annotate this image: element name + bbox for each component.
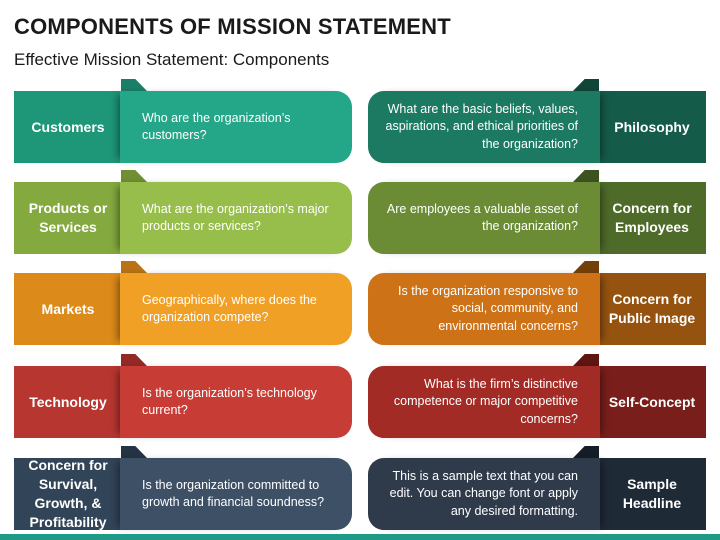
component-sample-headline: Sample Headline This is a sample text th… (368, 446, 706, 530)
component-technology: Technology Is the organization’s technol… (14, 354, 352, 438)
component-label: Markets (14, 273, 122, 345)
ribbon-fold (573, 79, 599, 91)
page-title: COMPONENTS OF MISSION STATEMENT (14, 14, 451, 39)
component-self-concept: Self-Concept What is the firm’s distinct… (368, 354, 706, 438)
component-label: Sample Headline (598, 458, 706, 530)
component-philosophy: Philosophy What are the basic beliefs, v… (368, 79, 706, 163)
ribbon-fold (573, 261, 599, 273)
component-label: Self-Concept (598, 366, 706, 438)
component-question: This is a sample text that you can edit.… (368, 458, 600, 530)
component-label: Concern for Survival, Growth, & Profitab… (14, 457, 122, 530)
component-question: Is the organization responsive to social… (368, 273, 600, 345)
component-customers: Customers Who are the organization’s cus… (14, 79, 352, 163)
ribbon-fold (573, 446, 599, 458)
ribbon-fold (121, 79, 147, 91)
ribbon-fold (121, 261, 147, 273)
component-question: Are employees a valuable asset of the or… (368, 182, 600, 254)
component-label: Customers (14, 91, 122, 163)
ribbon-fold (121, 170, 147, 182)
component-survival-growth: Concern for Survival, Growth, & Profitab… (14, 446, 352, 530)
component-public-image: Concern for Public Image Is the organiza… (368, 261, 706, 345)
component-markets: Markets Geographically, where does the o… (14, 261, 352, 345)
component-question: Geographically, where does the organizat… (120, 273, 352, 345)
component-label: Concern for Public Image (598, 273, 706, 345)
component-question: Is the organization committed to growth … (120, 458, 352, 530)
ribbon-fold (121, 354, 147, 366)
bottom-accent-bar (0, 534, 720, 540)
component-question: Who are the organization’s customers? (120, 91, 352, 163)
component-label: Products or Services (14, 182, 122, 254)
ribbon-fold (121, 446, 147, 458)
component-concern-employees: Concern for Employees Are employees a va… (368, 170, 706, 254)
component-question: What are the organization’s major produc… (120, 182, 352, 254)
component-label: Philosophy (598, 91, 706, 163)
component-label: Technology (14, 366, 122, 438)
component-label: Concern for Employees (598, 182, 706, 254)
ribbon-fold (573, 354, 599, 366)
page-subtitle: Effective Mission Statement: Components (14, 50, 330, 69)
ribbon-fold (573, 170, 599, 182)
component-question: What are the basic beliefs, values, aspi… (368, 91, 600, 163)
component-products-services: Products or Services What are the organi… (14, 170, 352, 254)
component-question: What is the firm’s distinctive competenc… (368, 366, 600, 438)
component-question: Is the organization’s technology current… (120, 366, 352, 438)
